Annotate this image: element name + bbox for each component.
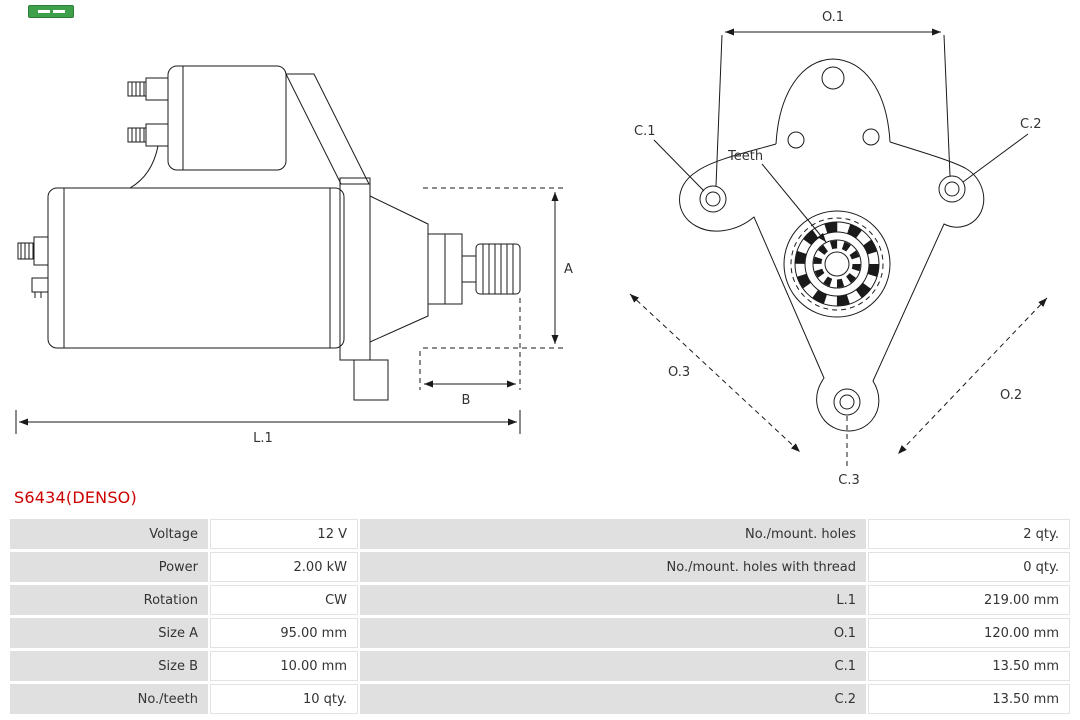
- teeth-label: Teeth: [727, 149, 763, 164]
- spec-label-cell: Rotation: [10, 585, 208, 615]
- dim-label-l1: L.1: [253, 431, 273, 446]
- spec-row: Size B 10.00 mm C.1 13.50 mm: [10, 651, 1070, 681]
- spec-label-cell: No./mount. holes with thread: [360, 552, 866, 582]
- spec-label-cell: Voltage: [10, 519, 208, 549]
- spec-label-cell: No./mount. holes: [360, 519, 866, 549]
- spec-label-cell: Power: [10, 552, 208, 582]
- spec-value-cell: 10 qty.: [210, 684, 358, 714]
- spec-label-cell: C.1: [360, 651, 866, 681]
- side-dimension-lines: [15, 187, 566, 434]
- logo-stripe: [37, 10, 50, 13]
- dim-label-o1: O.1: [822, 10, 844, 25]
- spec-value-cell: 2.00 kW: [210, 552, 358, 582]
- spec-row: Voltage 12 V No./mount. holes 2 qty.: [10, 519, 1070, 549]
- spec-label-cell: O.1: [360, 618, 866, 648]
- spec-row: No./teeth 10 qty. C.2 13.50 mm: [10, 684, 1070, 714]
- dim-label-b: B: [462, 393, 471, 408]
- spec-value-cell: 13.50 mm: [868, 684, 1070, 714]
- spec-value-cell: 95.00 mm: [210, 618, 358, 648]
- part-number-title: S6434(DENSO): [14, 488, 137, 507]
- mount-hole-top-right: [938, 175, 966, 203]
- starter-front-view-drawing: O.1 C.1 C.2 Teeth O.3 O.2 C.3: [629, 10, 1048, 488]
- brand-logo-icon: [28, 5, 74, 18]
- spec-table: Voltage 12 V No./mount. holes 2 qty. Pow…: [8, 516, 1072, 717]
- mounting-flange: [679, 58, 985, 432]
- logo-stripe: [52, 10, 65, 13]
- spec-value-cell: 0 qty.: [868, 552, 1070, 582]
- spec-value-cell: CW: [210, 585, 358, 615]
- spec-label-cell: L.1: [360, 585, 866, 615]
- spec-label-cell: Size A: [10, 618, 208, 648]
- spec-value-cell: 13.50 mm: [868, 651, 1070, 681]
- mount-hole-bottom: [833, 388, 861, 416]
- spec-row: Power 2.00 kW No./mount. holes with thre…: [10, 552, 1070, 582]
- starter-motor-body: [17, 65, 521, 401]
- spec-value-cell: 2 qty.: [868, 519, 1070, 549]
- spec-label-cell: Size B: [10, 651, 208, 681]
- spec-value-cell: 219.00 mm: [868, 585, 1070, 615]
- mount-hole-top-left: [699, 185, 727, 213]
- starter-side-view-drawing: A B L.1: [15, 65, 573, 446]
- front-dimension-lines: [629, 28, 1048, 466]
- dim-label-o2: O.2: [1000, 388, 1022, 403]
- dim-label-c2: C.2: [1020, 117, 1041, 132]
- pinion-gear: [783, 210, 891, 318]
- spec-value-cell: 10.00 mm: [210, 651, 358, 681]
- spec-value-cell: 12 V: [210, 519, 358, 549]
- dim-label-o3: O.3: [668, 365, 690, 380]
- spec-row: Rotation CW L.1 219.00 mm: [10, 585, 1070, 615]
- spec-label-cell: C.2: [360, 684, 866, 714]
- dim-label-a: A: [564, 262, 573, 277]
- spec-label-cell: No./teeth: [10, 684, 208, 714]
- spec-row: Size A 95.00 mm O.1 120.00 mm: [10, 618, 1070, 648]
- spec-value-cell: 120.00 mm: [868, 618, 1070, 648]
- dim-label-c3: C.3: [838, 473, 859, 488]
- dim-label-c1: C.1: [634, 124, 655, 139]
